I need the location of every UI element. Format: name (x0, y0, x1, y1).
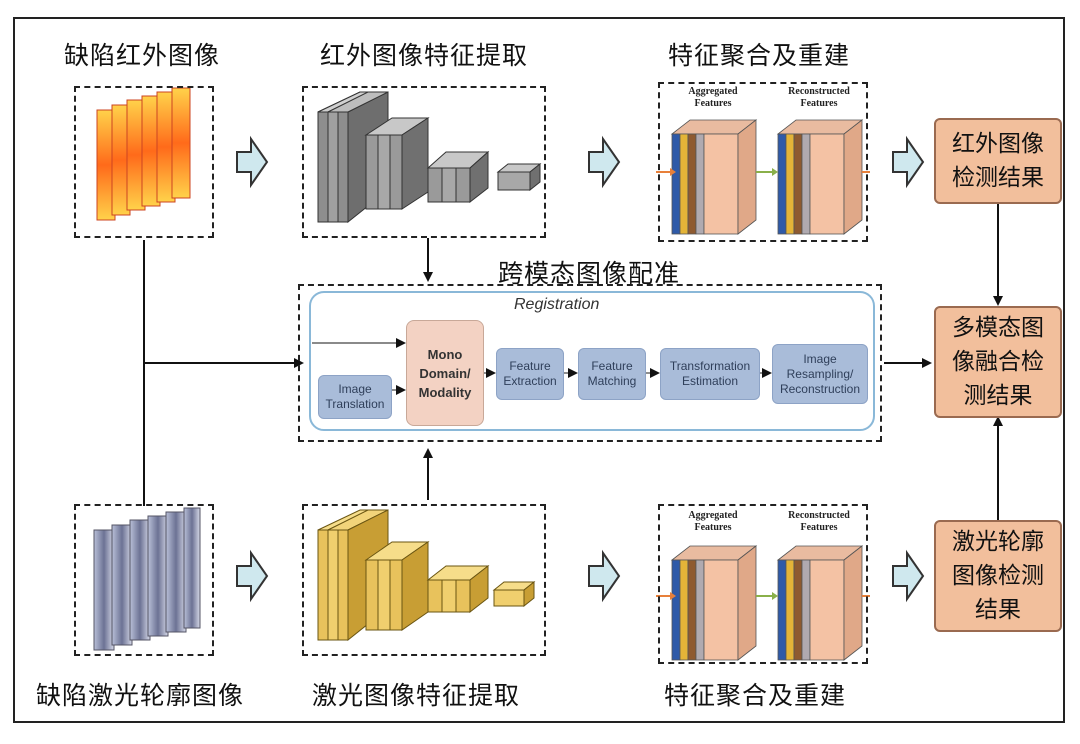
infrared-detection-result: 红外图像检测结果 (934, 118, 1062, 204)
transformation-estimation-box: Transformation Estimation (660, 348, 760, 400)
multimodal-fusion-result: 多模态图像融合检测结果 (934, 306, 1062, 418)
registration-inner-lines (312, 338, 772, 395)
feature-blocks-bottom (670, 545, 864, 661)
registration-title: Registration (514, 296, 600, 313)
laser-image-box (74, 504, 214, 656)
feature-blocks-top (670, 119, 864, 235)
infrared-cnn-blocks (317, 91, 542, 224)
image-translation-box: Image Translation (318, 375, 392, 419)
feature-aggregation-box-top (658, 82, 868, 242)
infrared-cnn-box (302, 86, 546, 238)
reconstructed-features-label-top: Reconstructed Features (788, 86, 850, 109)
label-feature-aggregation-bottom: 特征聚合及重建 (664, 681, 847, 710)
label-cross-modal-registration: 跨模态图像配准 (498, 259, 681, 288)
label-defect-infrared-image: 缺陷红外图像 (64, 41, 221, 70)
laser-image-stack (93, 507, 201, 651)
label-infrared-feature-extraction: 红外图像特征提取 (320, 41, 529, 70)
infrared-image-stack (96, 87, 191, 221)
laser-detection-result: 激光轮廓图像检测结果 (934, 520, 1062, 632)
reconstructed-features-label-bottom: Reconstructed Features (788, 510, 850, 533)
infrared-image-box (74, 86, 214, 238)
feature-aggregation-box-bottom (658, 504, 868, 664)
label-laser-feature-extraction: 激光图像特征提取 (312, 681, 521, 710)
label-defect-laser-image: 缺陷激光轮廓图像 (36, 681, 245, 710)
laser-cnn-box (302, 504, 546, 656)
image-resampling-box: Image Resampling/ Reconstruction (772, 344, 868, 404)
laser-cnn-blocks (317, 509, 536, 642)
mono-domain-box: Mono Domain/ Modality (406, 320, 484, 426)
registration-box (298, 284, 882, 442)
flow-hollow-arrows (236, 135, 925, 603)
label-feature-aggregation-top: 特征聚合及重建 (668, 41, 851, 70)
connector-lines (143, 204, 1003, 520)
aggregated-features-label-bottom: Aggregated Features (688, 510, 738, 533)
feature-extraction-box: Feature Extraction (496, 348, 564, 400)
outer-border (13, 17, 1065, 723)
aggregated-features-label-top: Aggregated Features (688, 86, 738, 109)
feature-matching-box: Feature Matching (578, 348, 646, 400)
